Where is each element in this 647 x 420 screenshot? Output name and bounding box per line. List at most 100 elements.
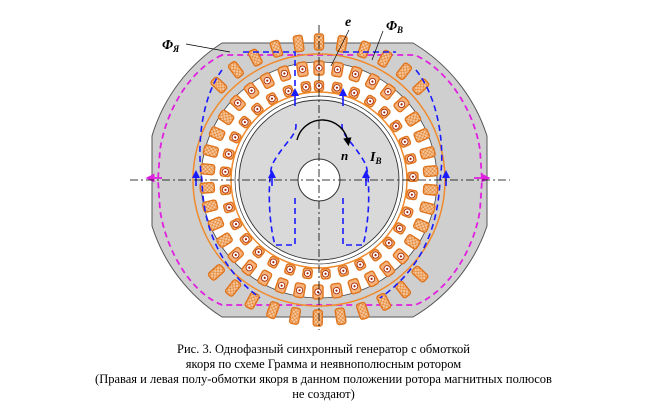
caption-line-4: не создают) [292,387,355,401]
stator-coil [404,234,421,250]
inner-conductor [252,245,265,259]
stator-coil [330,282,343,299]
outer-coil-end [224,279,242,297]
outer-coil-end [227,60,245,79]
outer-coil-end [395,62,413,81]
stator-coil [380,83,396,101]
outer-coil-end [266,301,280,320]
inner-conductor [398,135,412,148]
outer-coil-end [355,301,370,320]
outer-coil-end [247,48,263,67]
outer-coil-end [394,280,412,299]
stator-coil [293,282,306,299]
inner-conductor [219,166,232,178]
stator-coil [241,259,258,276]
inner-conductor [405,189,418,201]
caption-line-3: (Правая и левая полу-обмотки якоря в дан… [95,372,552,386]
stator-coil [393,96,410,113]
generator-diagram: ΦЯ e ΦВ n IB [130,15,510,330]
inner-conductor [389,119,403,133]
stator-coil [257,269,273,287]
outer-coil-end [334,307,347,326]
inner-conductor [229,217,243,231]
stator-coil [199,163,216,176]
outer-coil-end [244,291,260,310]
stator-coil [422,183,439,196]
stator-coil [243,82,260,99]
excitation-flux-path [199,51,443,299]
inner-conductor [382,236,396,250]
inner-conductor [222,201,236,214]
inner-conductor [354,258,367,271]
leader-flux-excitation [371,30,384,61]
inner-conductor [228,131,242,144]
leader-flux-armature [185,43,231,53]
stator-coil [392,248,410,265]
stator-coil [413,128,431,143]
inner-conductor [219,184,232,196]
inner-conductor [250,102,264,116]
stator-coil [419,146,436,160]
inner-conductor [337,264,350,277]
outer-coil-end [292,34,305,53]
rotation-arrow [296,119,352,147]
stator-coil [348,65,363,83]
stator-coil [296,61,309,78]
inner-conductor [284,263,296,276]
stator-coil [208,126,226,141]
stator-coil [199,181,216,194]
inner-conductor [401,206,414,219]
stator-coil [347,277,362,295]
inner-conductor [377,105,391,119]
armature-flux-path [157,54,483,306]
stator-coil [259,72,275,90]
outer-coil-end [312,309,324,327]
leader-emf [330,29,350,67]
stator-coil [274,277,289,294]
stator-coil [379,260,396,278]
inner-conductor [282,84,295,98]
stator-coil [419,201,436,215]
stator-coil [217,109,235,126]
stator-coil [229,94,246,112]
outer-coil-end [411,265,429,283]
stator-coil [227,246,244,264]
stator-coil [364,73,380,90]
caption-line-2: якоря по схеме Грамма и неявнополюсным р… [185,357,462,371]
stator-coil [404,111,422,127]
label-emf: e [345,15,351,30]
outer-coil-group [199,33,439,327]
label-flux-excitation: ΦВ [386,19,403,35]
inner-conductor [265,92,279,105]
inner-conductor [363,94,377,108]
figure-caption: Рис. 3. Однофазный синхронный генератор … [0,342,647,402]
inner-conductor [348,86,361,100]
stator-coil [331,61,344,78]
inner-conductor [239,232,253,246]
stator-coil [364,270,380,288]
inner-conductor [320,267,331,280]
outer-coil-end [357,40,371,59]
stator-coil [202,144,220,158]
inner-conductor [393,222,406,235]
outer-coil-end [288,306,302,325]
label-flux-armature: ΦЯ [162,38,180,54]
outer-coil-end [207,263,226,281]
stator-coil [422,165,439,178]
inner-conductor [404,153,417,165]
inner-conductor [238,115,252,129]
stator-coil [201,199,219,213]
caption-line-1: Рис. 3. Однофазный синхронный генератор … [177,342,470,356]
stator-coil [216,232,233,248]
label-current: IB [369,150,381,166]
inner-conductor [407,171,419,183]
outer-coil-end [269,39,284,58]
inner-conductor [300,80,312,93]
label-speed: n [341,148,348,163]
stator-coil [312,284,324,300]
inner-conductor [302,267,314,280]
inner-coil-group [219,80,419,280]
stator-coil [277,65,292,82]
inner-conductor [331,81,343,94]
inner-conductor [267,255,280,269]
